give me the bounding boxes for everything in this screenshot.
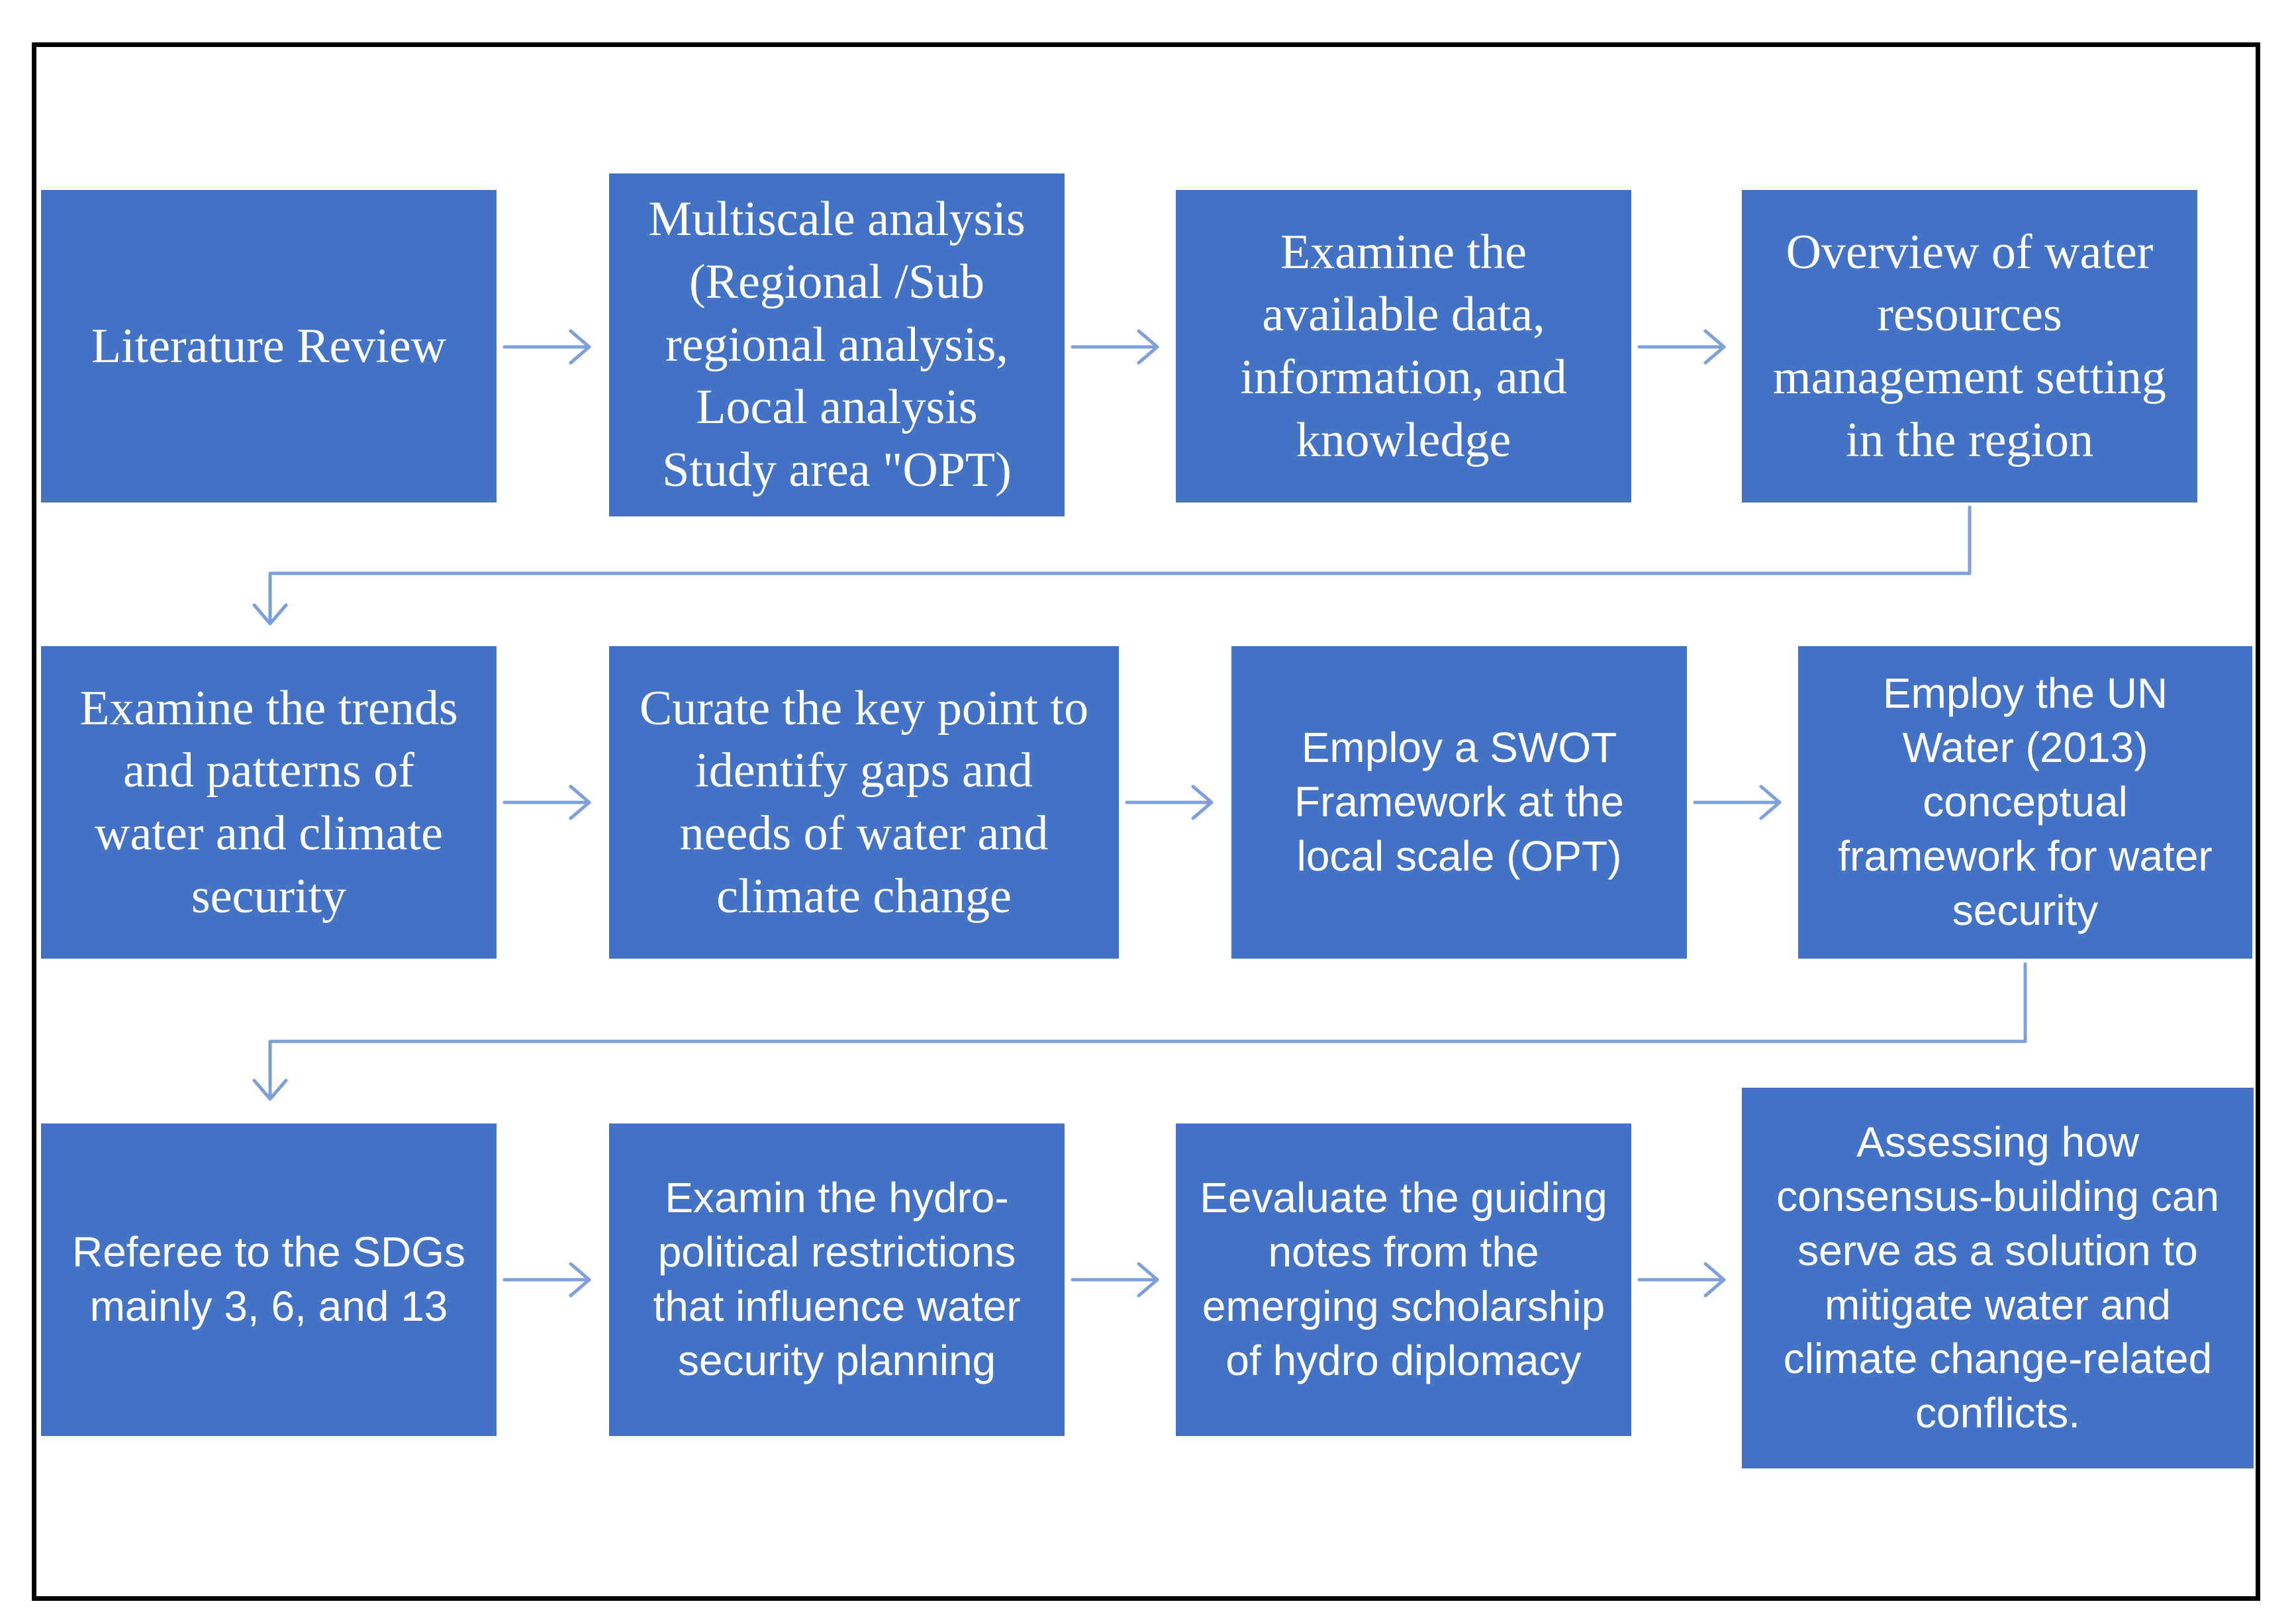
step-examin-hydro-political: Examin the hydro- political restrictions…	[609, 1123, 1065, 1436]
step-employ-un-water: Employ the UN Water (2013) conceptual fr…	[1798, 646, 2252, 959]
step-multiscale-analysis: Multiscale analysis (Regional /Sub regio…	[609, 173, 1065, 516]
step-assessing-consensus: Assessing how consensus-building can ser…	[1742, 1088, 2254, 1468]
step-overview-water-resources: Overview of water resources management s…	[1742, 190, 2197, 502]
step-employ-swot: Employ a SWOT Framework at the local sca…	[1231, 646, 1687, 959]
step-examine-available-data: Examine the available data, information,…	[1176, 190, 1631, 502]
step-curate-key-point: Curate the key point to identify gaps an…	[609, 646, 1119, 959]
step-referee-sdgs: Referee to the SDGs mainly 3, 6, and 13	[41, 1123, 497, 1436]
step-examine-trends: Examine the trends and patterns of water…	[41, 646, 497, 959]
diagram-frame	[32, 42, 2260, 1601]
step-literature-review: Literature Review	[41, 190, 497, 502]
step-evaluate-guiding-notes: Eevaluate the guiding notes from the eme…	[1176, 1123, 1631, 1436]
